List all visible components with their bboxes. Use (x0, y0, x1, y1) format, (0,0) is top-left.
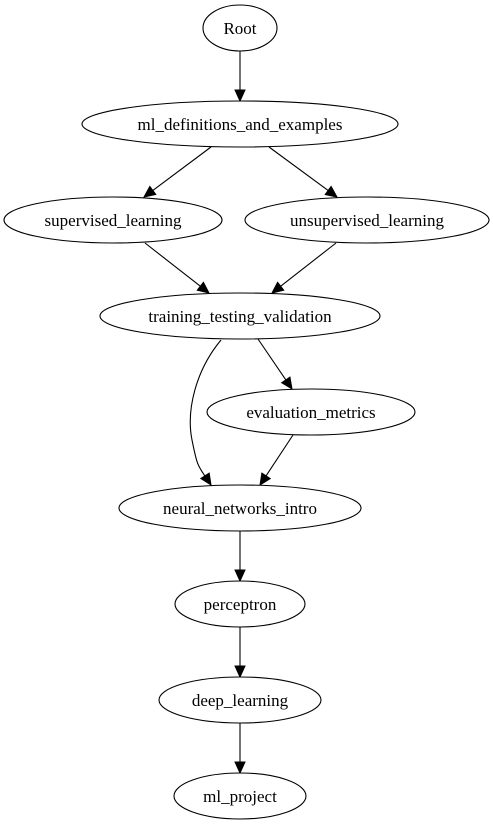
edge-training_testing_validation-to-evaluation_metrics (257, 338, 293, 390)
arrowhead-icon (234, 569, 246, 583)
arrowhead-icon (234, 89, 246, 103)
node-ellipse (174, 580, 306, 628)
edge-line (189, 339, 222, 486)
node-ellipse (173, 772, 307, 820)
edge-line (144, 242, 202, 288)
edge-line (268, 146, 330, 192)
arrowhead-icon (259, 472, 272, 487)
node-training-testing-validation[interactable]: training_testing_validation (99, 292, 381, 340)
edge-neural_networks_intro-to-perceptron (234, 531, 246, 583)
node-label: neural_networks_intro (163, 499, 317, 518)
node-ellipse (3, 196, 223, 244)
edge-ml_definitions_and_examples-to-supervised_learning (143, 146, 212, 198)
edge-evaluation_metrics-to-neural_networks_intro (259, 434, 294, 487)
arrowhead-icon (196, 281, 210, 294)
node-perceptron[interactable]: perceptron (174, 580, 306, 628)
node-ellipse (158, 676, 322, 724)
edge-line (151, 146, 212, 192)
node-ellipse (81, 100, 399, 148)
node-label: Root (223, 19, 256, 38)
node-ml-definitions-and-examples[interactable]: ml_definitions_and_examples (81, 100, 399, 148)
edge-supervised_learning-to-training_testing_validation (144, 242, 210, 294)
node-label: training_testing_validation (148, 307, 332, 326)
graph-nodes: Root ml_definitions_and_examples supervise… (3, 4, 490, 820)
node-ml-project[interactable]: ml_project (173, 772, 307, 820)
node-deep-learning[interactable]: deep_learning (158, 676, 322, 724)
node-ellipse (206, 388, 416, 436)
node-ellipse (244, 196, 490, 244)
node-ellipse (202, 4, 278, 52)
node-label: ml_project (203, 787, 277, 806)
node-ellipse (99, 292, 381, 340)
edge-ml_definitions_and_examples-to-unsupervised_learning (268, 146, 338, 198)
edge-unsupervised_learning-to-training_testing_validation (271, 242, 337, 294)
edge-line (257, 338, 287, 382)
node-supervised-learning[interactable]: supervised_learning (3, 196, 223, 244)
arrowhead-icon (199, 472, 212, 487)
arrowhead-icon (234, 665, 246, 679)
node-label: supervised_learning (45, 211, 182, 230)
arrowhead-icon (280, 376, 293, 390)
node-label: evaluation_metrics (246, 403, 375, 422)
edge-root-to-ml_definitions_and_examples (234, 51, 246, 103)
node-ellipse (118, 484, 362, 532)
node-label: deep_learning (192, 691, 289, 710)
arrowhead-icon (271, 281, 285, 294)
edge-training_testing_validation-to-neural_networks_intro (189, 339, 222, 487)
node-root[interactable]: Root (202, 4, 278, 52)
edge-perceptron-to-deep_learning (234, 627, 246, 679)
arrowhead-icon (324, 185, 338, 198)
arrowhead-icon (143, 185, 157, 198)
edge-line (279, 242, 337, 288)
graph-edges (143, 51, 338, 775)
edge-line (265, 434, 294, 477)
node-label: ml_definitions_and_examples (138, 115, 343, 134)
node-unsupervised-learning[interactable]: unsupervised_learning (244, 196, 490, 244)
node-label: unsupervised_learning (290, 211, 444, 230)
node-evaluation-metrics[interactable]: evaluation_metrics (206, 388, 416, 436)
edge-deep_learning-to-ml_project (234, 723, 246, 775)
node-label: perceptron (204, 595, 277, 614)
node-neural-networks-intro[interactable]: neural_networks_intro (118, 484, 362, 532)
arrowhead-icon (234, 761, 246, 775)
